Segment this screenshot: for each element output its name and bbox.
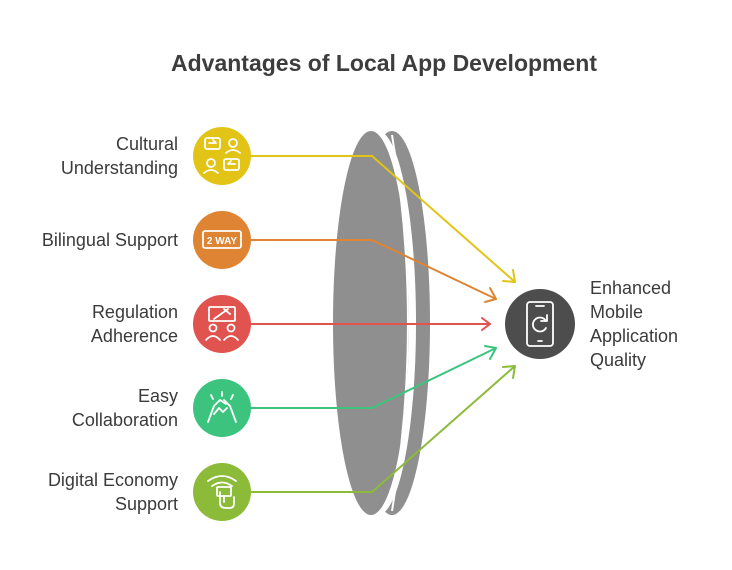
connector-easy-collaboration	[249, 345, 497, 409]
label-bilingual-support: Bilingual Support	[41, 230, 178, 250]
diagram-title: Advantages of Local App Development	[171, 50, 597, 76]
factor-icon-cultural-understanding	[193, 127, 251, 185]
two-way-sign-text: 2 WAY	[207, 236, 238, 247]
connector-bilingual-support	[249, 239, 497, 303]
label-easy-collaboration: Easy Collaboration	[71, 386, 178, 430]
result-label: Enhanced Mobile Application Quality	[590, 278, 679, 370]
factor-icon-bilingual-support: 2 WAY	[193, 211, 251, 269]
tap-payment-icon	[207, 475, 237, 509]
connector-regulation-adherence	[249, 317, 491, 331]
factor-icon-regulation-adherence	[193, 295, 251, 353]
connector-cultural-understanding	[249, 155, 516, 283]
dialogue-exchange-icon	[203, 137, 241, 174]
two-way-sign-icon	[202, 230, 242, 249]
factor-icon-digital-economy-support	[193, 463, 251, 521]
mobile-refresh-icon	[526, 301, 554, 347]
label-digital-economy-support: Digital Economy Support	[47, 470, 178, 514]
compliance-people-icon	[205, 306, 239, 341]
label-cultural-understanding: Cultural Understanding	[60, 134, 178, 178]
handshake-icon	[207, 391, 237, 423]
connector-digital-economy-support	[249, 365, 516, 493]
factor-icon-easy-collaboration	[193, 379, 251, 437]
label-regulation-adherence: Regulation Adherence	[90, 302, 178, 346]
result-icon	[505, 289, 575, 359]
